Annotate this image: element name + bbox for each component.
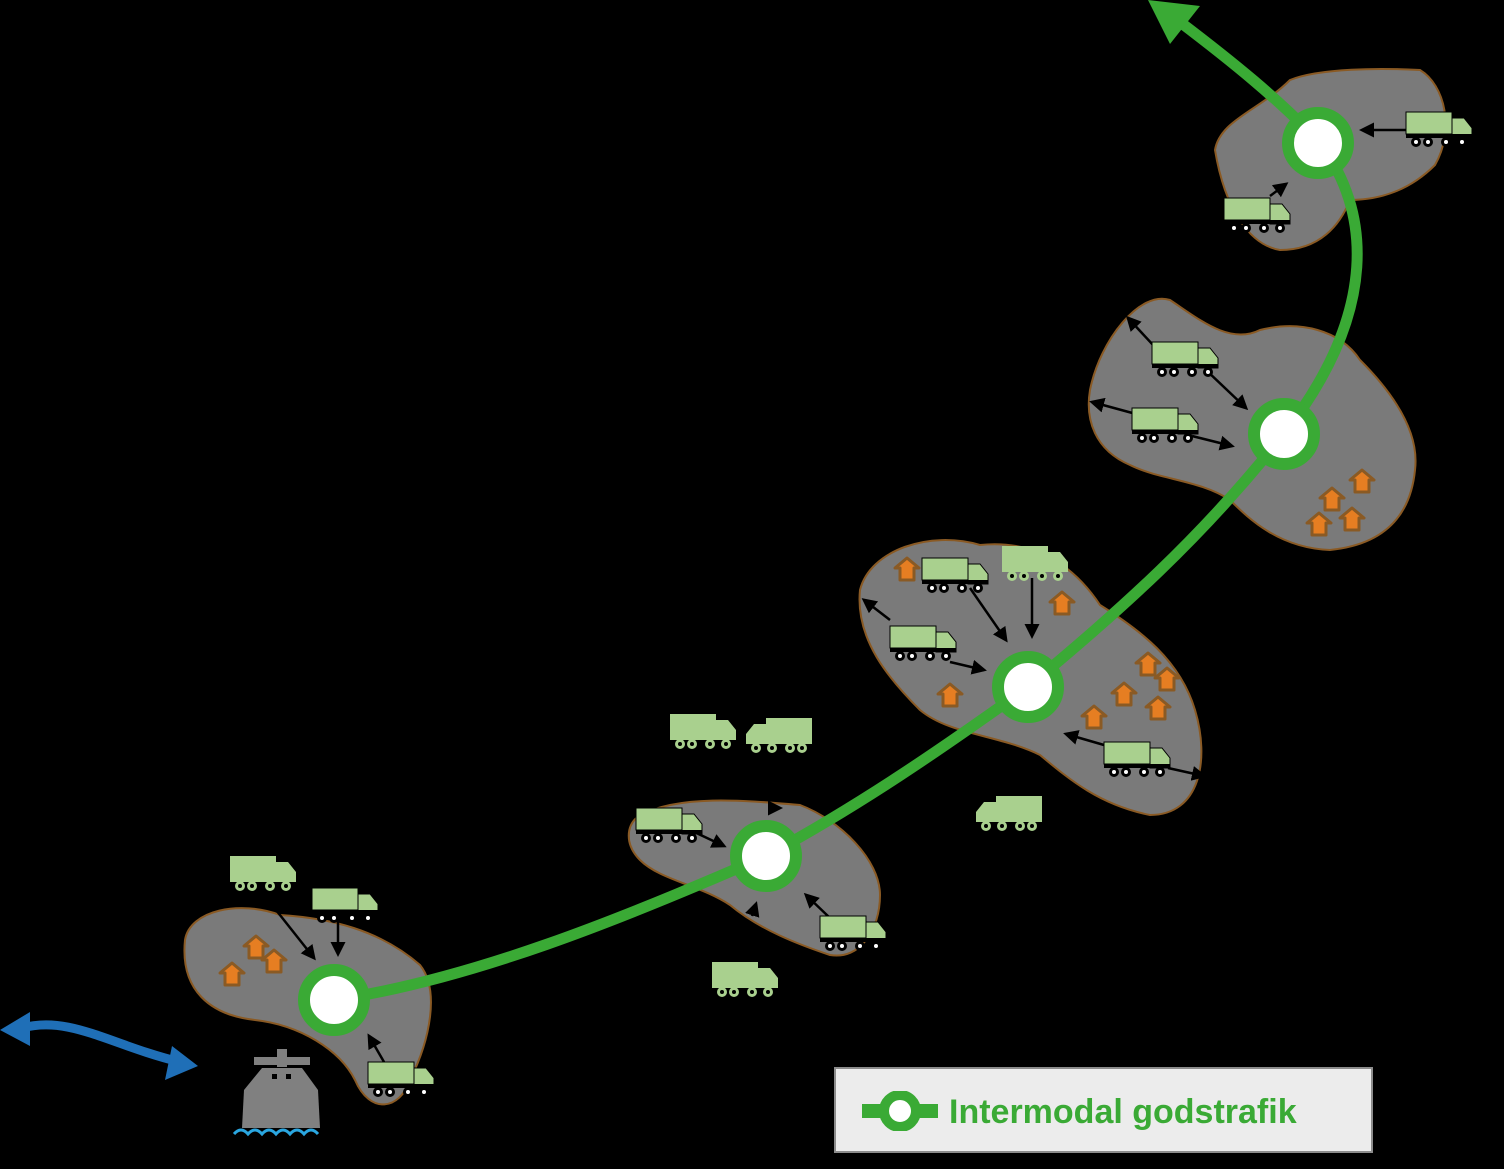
arrow-right-icon	[165, 1046, 198, 1080]
intermodal-node	[298, 964, 370, 1036]
flow-arrow	[1191, 434, 1235, 451]
intermodal-node	[730, 820, 802, 892]
arrow-up-icon	[1148, 0, 1200, 44]
flow-arrow	[803, 892, 831, 919]
truck-icon	[311, 887, 379, 924]
intermodal-node-icon	[862, 1091, 938, 1131]
flow-arrow	[275, 909, 316, 961]
intermodal-node	[1248, 398, 1320, 470]
flow-arrow	[367, 1033, 386, 1063]
flow-arrow	[968, 587, 1008, 643]
intermodal-node	[1282, 107, 1354, 179]
intermodal-node	[992, 651, 1064, 723]
ship-icon	[242, 1049, 320, 1128]
legend-label: Intermodal godstrafik	[949, 1093, 1297, 1131]
legend: Intermodal godstrafik	[834, 1067, 1373, 1153]
arrow-left-icon	[0, 1012, 30, 1046]
sea-route-double-arrow	[20, 1020, 182, 1067]
water-waves	[232, 1128, 320, 1137]
truck-icon	[670, 714, 736, 749]
flow-arrow	[1269, 182, 1289, 198]
flow-arrow	[1063, 730, 1105, 747]
flow-arrow	[1125, 315, 1155, 347]
truck-icon	[712, 962, 778, 997]
flow-arrow	[1205, 369, 1249, 411]
flow-arrow	[949, 659, 987, 675]
flow-arrow	[861, 598, 891, 621]
truck-icon	[976, 796, 1042, 831]
flow-arrow	[1089, 397, 1137, 416]
truck-icon	[746, 718, 812, 753]
flow-arrow	[1167, 766, 1207, 781]
truck-icon	[230, 856, 296, 891]
flow-arrow	[745, 901, 760, 918]
